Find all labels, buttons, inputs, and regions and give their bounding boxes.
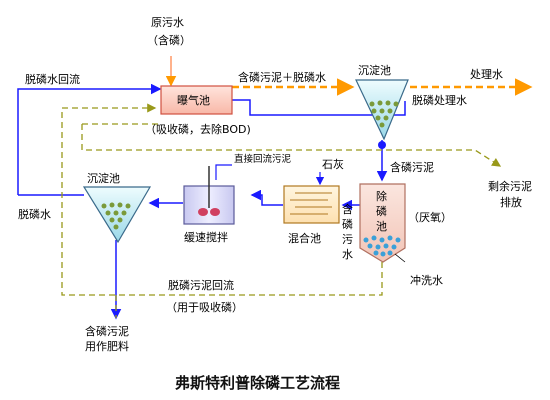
aeration-tank-label: 曝气池 [177, 93, 210, 107]
treated-water-label: 处理水 [470, 68, 503, 81]
settling-tank-1 [355, 79, 409, 141]
lime-label: 石灰 [322, 157, 344, 171]
dephos-sludge-return-label: 脱磷污泥回流 [168, 278, 234, 292]
excess-sludge-label-1: 剩余污泥 [488, 179, 532, 193]
for-absorb-label: （用于吸收磷） [166, 300, 243, 314]
mixing-tank-label: 混合池 [288, 231, 321, 245]
mixing-tank [283, 185, 340, 224]
sludge-plus-water-label: 含磷污泥＋脱磷水 [238, 70, 326, 84]
phos-sludge-water-label-2: 污 [342, 233, 353, 246]
aeration-tank [160, 85, 233, 115]
mixer-blade-right [210, 208, 220, 216]
dephos-sludge-return-dashed [61, 103, 383, 296]
settling-tank-2 [82, 186, 152, 244]
direct-return-sludge-label: 直接回流污泥 [234, 153, 292, 165]
excess-sludge-label-2: 排放 [500, 195, 522, 209]
return-flow-top-label: 脱磷水回流 [25, 72, 80, 86]
settling-tank-1-label: 沉淀池 [358, 63, 391, 77]
top-return-line [17, 83, 162, 195]
aeration-note-label: （吸收磷，去除BOD) [145, 122, 251, 136]
phos-sludge-water-label-1: 磷 [342, 218, 353, 231]
slow-mixing-label: 缓速搅拌 [184, 230, 228, 244]
flush-water-label: 冲洗水 [410, 273, 443, 287]
settling-tank-2-label: 沉淀池 [87, 171, 120, 185]
dephos-water-label: 脱磷水 [18, 207, 51, 221]
direct-return-line [215, 164, 232, 180]
phos-sludge-water-label-0: 含 [342, 202, 353, 216]
excess-sludge-dashed [81, 124, 502, 167]
dephos-treated-water-label: 脱磷处理水 [412, 93, 467, 107]
fertilizer-label-2: 用作肥料 [85, 339, 129, 353]
raw-sewage-label: 原污水 [151, 16, 184, 29]
phos-sludge-label: 含磷污泥 [390, 160, 434, 174]
diagram-title: 弗斯特利普除磷工艺流程 [175, 374, 340, 392]
flush-pointer [394, 253, 406, 263]
dephos-tank-label-2: 池 [376, 220, 387, 233]
settling1-return-line [232, 99, 406, 116]
fertilizer-label-1: 含磷污泥 [85, 324, 129, 338]
dephos-tank-label-0: 除 [376, 189, 387, 203]
dephos-tank-label-1: 磷 [376, 205, 387, 218]
mix-to-mixer-line [250, 189, 283, 206]
valve-dot [378, 141, 386, 149]
phos-sludge-water-label-3: 水 [342, 248, 353, 261]
slow-mixer [183, 166, 235, 225]
anaerobic-label: （厌氧） [408, 210, 452, 224]
dephosphorization-tank [359, 183, 406, 263]
mixer-blade-left [198, 208, 208, 216]
raw-sewage-sub-label: （含磷） [147, 33, 191, 47]
